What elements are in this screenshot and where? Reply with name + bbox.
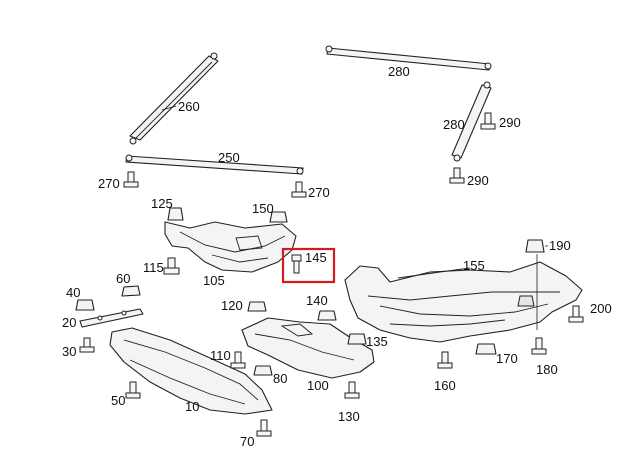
- strut-260[interactable]: [129, 52, 219, 145]
- label-80: 80: [273, 371, 287, 386]
- bolt-200[interactable]: [568, 305, 584, 323]
- label-155: 155: [463, 258, 485, 273]
- label-200: 200: [590, 301, 612, 316]
- bolt-270-right[interactable]: [291, 181, 307, 198]
- bolt-160[interactable]: [437, 351, 453, 369]
- label-270-left: 270: [98, 176, 120, 191]
- label-115: 115: [143, 260, 164, 275]
- label-40: 40: [66, 285, 80, 300]
- label-140: 140: [306, 293, 328, 308]
- label-290-upper: 290: [499, 115, 521, 130]
- label-180: 180: [536, 362, 558, 377]
- label-250: 250: [218, 150, 240, 165]
- clip-140[interactable]: [317, 310, 337, 321]
- label-145: 145: [305, 250, 327, 265]
- panel-155[interactable]: [344, 261, 583, 343]
- bolt-110[interactable]: [230, 351, 246, 369]
- clip-40[interactable]: [75, 299, 95, 311]
- label-125: 125: [151, 196, 173, 211]
- strut-250[interactable]: [125, 154, 304, 175]
- clip-125[interactable]: [167, 207, 184, 221]
- bolt-115[interactable]: [163, 257, 180, 275]
- clip-135[interactable]: [347, 333, 367, 345]
- highlight-box: [281, 247, 336, 284]
- label-150: 150: [252, 201, 274, 216]
- label-105: 105: [203, 273, 225, 288]
- label-280-top: 280: [388, 64, 410, 79]
- label-20: 20: [62, 315, 76, 330]
- bolt-70[interactable]: [256, 419, 272, 437]
- bolt-270-left[interactable]: [123, 171, 139, 188]
- label-160: 160: [434, 378, 456, 393]
- label-60: 60: [116, 271, 130, 286]
- label-70: 70: [240, 434, 254, 449]
- bolt-50[interactable]: [125, 381, 141, 399]
- clip-170[interactable]: [475, 343, 497, 355]
- label-50: 50: [111, 393, 125, 408]
- label-10: 10: [185, 399, 199, 414]
- label-135: 135: [366, 334, 388, 349]
- bolt-290-upper[interactable]: [480, 112, 496, 130]
- label-120: 120: [221, 298, 243, 313]
- label-130: 130: [338, 409, 360, 424]
- clip-60[interactable]: [121, 285, 141, 297]
- panel-105[interactable]: [164, 221, 297, 273]
- clip-190[interactable]: [525, 239, 545, 253]
- strut-280-top[interactable]: [325, 45, 492, 71]
- clip-120[interactable]: [247, 301, 267, 312]
- label-190: 190: [549, 238, 571, 253]
- bracket-20[interactable]: [79, 308, 144, 328]
- label-170: 170: [496, 351, 518, 366]
- strut-280-side[interactable]: [451, 81, 492, 162]
- bolt-290-lower[interactable]: [449, 167, 465, 184]
- panel-10[interactable]: [109, 327, 273, 415]
- label-280-side: 280: [443, 117, 465, 132]
- clip-150[interactable]: [269, 211, 288, 223]
- clip-80[interactable]: [253, 365, 273, 376]
- bolt-130[interactable]: [344, 381, 360, 399]
- label-270-right: 270: [308, 185, 330, 200]
- label-30: 30: [62, 344, 76, 359]
- label-260: 260: [178, 99, 200, 114]
- bolt-180[interactable]: [531, 337, 547, 355]
- panel-100[interactable]: [241, 317, 375, 379]
- bolt-30[interactable]: [79, 337, 95, 353]
- label-290-lower: 290: [467, 173, 489, 188]
- bolt-145[interactable]: [291, 254, 302, 274]
- label-110: 110: [210, 348, 231, 363]
- label-100: 100: [307, 378, 329, 393]
